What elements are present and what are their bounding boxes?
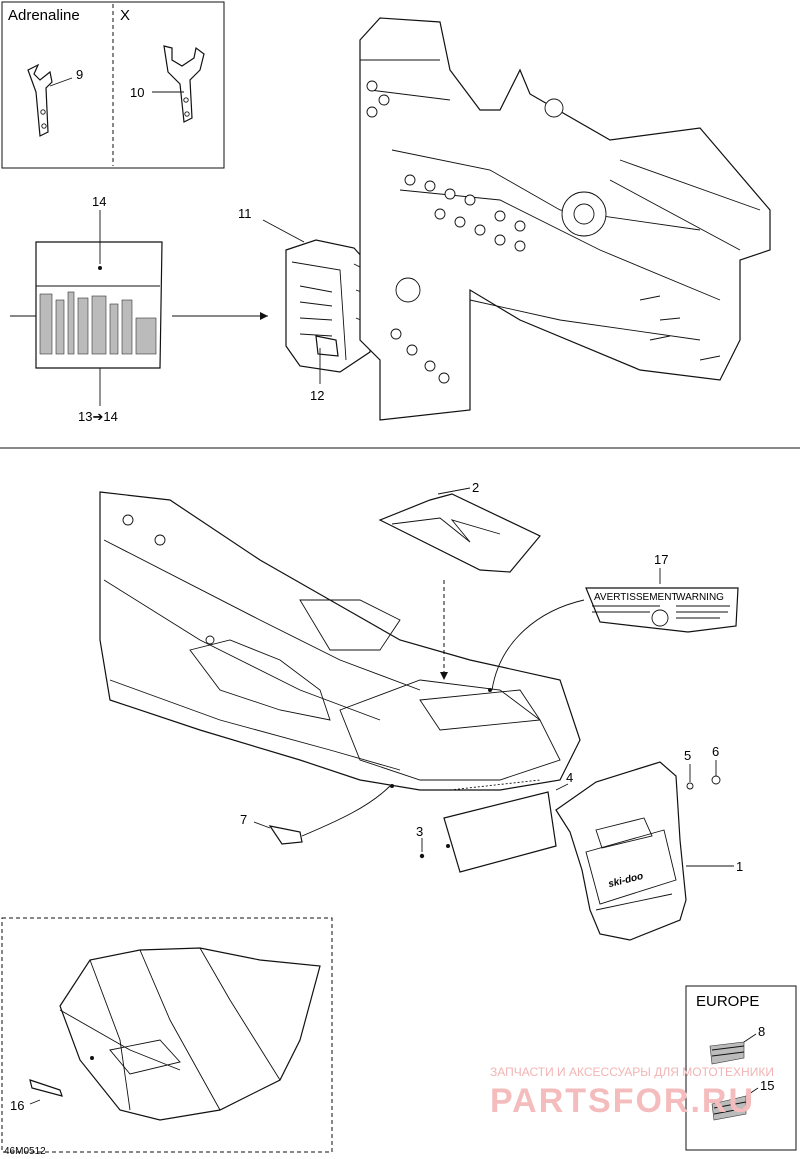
wrench-10 xyxy=(152,45,205,123)
callout-labels: 1 2 3 4 5 6 7 8 9 10 11 12 13➔14 14 15 1… xyxy=(10,67,774,1113)
callout-7: 7 xyxy=(240,812,247,827)
callout-10: 10 xyxy=(130,85,144,100)
callout-12: 12 xyxy=(310,388,324,403)
callout-11: 11 xyxy=(238,206,252,221)
part-7-reflector xyxy=(253,785,391,845)
part-2-insert xyxy=(378,487,541,680)
tool-silhouettes xyxy=(10,291,157,355)
tool-inset-box: Adrenaline X xyxy=(1,1,225,169)
europe-box: EUROPE xyxy=(685,985,797,1151)
decal-left-title: AVERTISSEMENT xyxy=(594,592,678,603)
wrench-9 xyxy=(27,63,73,137)
callout-9: 9 xyxy=(76,67,83,82)
callout-1: 1 xyxy=(736,859,743,874)
part-17-decal: AVERTISSEMENT WARNING xyxy=(491,568,739,691)
tool-box-adrenaline-label: Adrenaline xyxy=(8,7,80,24)
europe-box-label: EUROPE xyxy=(696,993,759,1010)
figure-code: 46M0512 xyxy=(4,1146,46,1157)
callout-16: 16 xyxy=(10,1098,24,1113)
part-1-snowflap: ski-doo xyxy=(555,761,734,941)
callout-17: 17 xyxy=(654,552,668,567)
decal-right-title: WARNING xyxy=(676,592,724,603)
watermark-line1: ЗАПЧАСТИ И АКСЕССУАРЫ ДЛЯ МОТОТЕХНИКИ xyxy=(490,1065,774,1079)
rear-tunnel-frame xyxy=(99,491,581,791)
chassis-holes xyxy=(366,80,607,384)
callout-3: 3 xyxy=(416,824,423,839)
watermark-line2: PARTSFOR.RU xyxy=(490,1082,755,1120)
tool-kit-bag xyxy=(10,210,268,406)
callout-13-14: 13➔14 xyxy=(78,409,118,424)
callout-5: 5 xyxy=(684,748,691,763)
part-4-plate xyxy=(443,783,569,873)
inset-box-16 xyxy=(1,917,333,1153)
callout-4: 4 xyxy=(566,770,573,785)
part-3-rivet xyxy=(419,838,425,859)
tool-box-x-label: X xyxy=(120,7,130,24)
callout-2: 2 xyxy=(472,480,479,495)
part-6-washer xyxy=(711,760,721,785)
callout-15: 15 xyxy=(760,1078,774,1093)
part-5-nut xyxy=(686,764,694,790)
watermark: ЗАПЧАСТИ И АКСЕССУАРЫ ДЛЯ МОТОТЕХНИКИ PA… xyxy=(490,1065,774,1120)
chassis-frame-top xyxy=(359,17,771,421)
tool-holder-11 xyxy=(262,219,373,384)
callout-14: 14 xyxy=(92,194,106,209)
callout-6: 6 xyxy=(712,744,719,759)
callout-8: 8 xyxy=(758,1024,765,1039)
